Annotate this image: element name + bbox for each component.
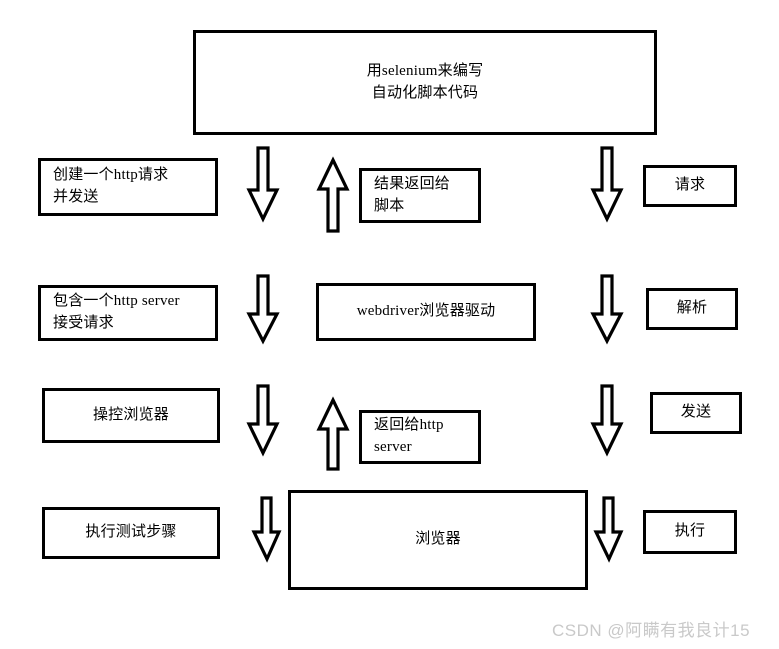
node-return-to-http-server: 返回给http server bbox=[359, 410, 481, 464]
node-label: 用selenium来编写 自动化脚本代码 bbox=[366, 62, 484, 101]
node-result-return-to-script: 结果返回给 脚本 bbox=[359, 168, 481, 223]
arrow-down-col1-row3 bbox=[246, 384, 280, 457]
node-request: 请求 bbox=[643, 165, 737, 207]
node-selenium-script: 用selenium来编写 自动化脚本代码 bbox=[193, 30, 657, 135]
arrow-down-col1-row4 bbox=[251, 496, 282, 563]
arrow-down-col1-row2 bbox=[246, 274, 280, 345]
arrow-down-col3-row1 bbox=[590, 146, 624, 223]
node-parse: 解析 bbox=[646, 288, 738, 330]
arrow-up-col2-row1 bbox=[316, 156, 350, 234]
node-label: 请求 bbox=[674, 177, 706, 194]
node-label: 执行测试步骤 bbox=[85, 524, 177, 541]
arrow-down-col1-row1 bbox=[246, 146, 280, 223]
node-label: 发送 bbox=[680, 404, 712, 421]
node-label: 创建一个http请求 并发送 bbox=[53, 167, 169, 205]
node-execute-test-steps: 执行测试步骤 bbox=[42, 507, 220, 559]
node-http-server-accept-request: 包含一个http server 接受请求 bbox=[38, 285, 218, 341]
node-control-browser: 操控浏览器 bbox=[42, 388, 220, 443]
watermark-text: CSDN @阿瞒有我良计15 bbox=[552, 621, 751, 640]
arrow-down-col3-row4 bbox=[593, 496, 624, 563]
node-label: 解析 bbox=[676, 300, 708, 317]
node-browser: 浏览器 bbox=[288, 490, 588, 590]
node-create-http-request: 创建一个http请求 并发送 bbox=[38, 158, 218, 216]
node-label: 执行 bbox=[674, 523, 706, 540]
node-label: webdriver浏览器驱动 bbox=[356, 303, 496, 320]
node-label: 包含一个http server 接受请求 bbox=[53, 293, 180, 331]
arrow-down-col3-row2 bbox=[590, 274, 624, 345]
node-label: 操控浏览器 bbox=[92, 406, 169, 423]
node-label: 返回给http server bbox=[374, 417, 444, 455]
node-execute: 执行 bbox=[643, 510, 737, 554]
node-label: 浏览器 bbox=[415, 531, 461, 548]
node-webdriver: webdriver浏览器驱动 bbox=[316, 283, 536, 341]
arrow-down-col3-row3 bbox=[590, 384, 624, 457]
node-send: 发送 bbox=[650, 392, 742, 434]
node-label: 结果返回给 脚本 bbox=[374, 175, 451, 214]
arrow-up-col2-row3 bbox=[316, 396, 350, 472]
